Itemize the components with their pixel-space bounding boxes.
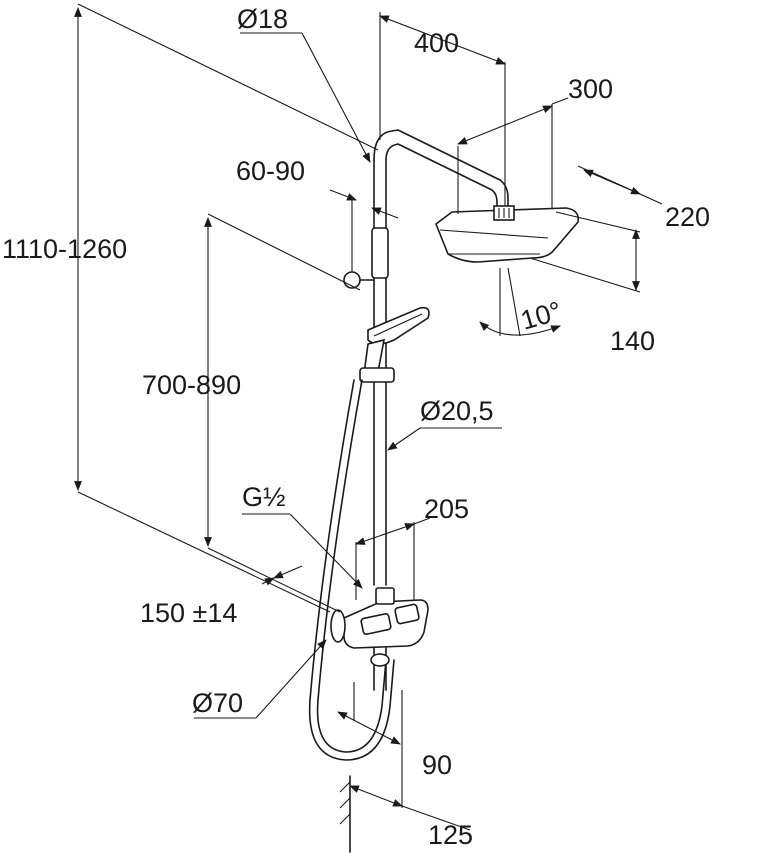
dimension-90: 90 [337,682,452,780]
dimension-400: 400 [379,12,506,206]
dimension-d70: Ø70 [192,639,327,719]
dimension-g-half: G½ [242,482,363,589]
dim-label-90: 90 [422,750,452,780]
dim-label-300: 300 [568,74,613,104]
dimension-150: 150 ±14 [140,565,303,628]
dimension-140: 140 [529,211,655,356]
dim-label-d18: Ø18 [237,4,288,34]
dim-label-d20-5: Ø20,5 [420,396,494,426]
dim-label-125: 125 [428,820,473,850]
dim-label-220: 220 [665,202,710,232]
dim-label-400: 400 [414,28,459,58]
dimension-125: 125 [349,690,473,850]
dimension-300: 300 [457,74,613,214]
dim-label-g-half: G½ [242,482,286,512]
thermostat-mixer [330,587,429,667]
dim-label-d70: Ø70 [192,688,243,718]
dimension-220: 220 [577,165,710,232]
hand-shower [359,306,430,383]
rain-shower-head [435,205,580,263]
dimension-d18: Ø18 [237,4,371,163]
dim-label-150: 150 ±14 [140,598,237,628]
shower-hose [308,379,395,761]
shower-arm [373,129,509,211]
dim-label-10-degree: 10° [517,296,565,336]
dim-label-1110-1260: 1110-1260 [2,234,127,264]
dimension-205: 205 [355,494,469,600]
wall-hatch [339,775,351,853]
dim-label-700-890: 700-890 [142,370,241,400]
dimension-60-90: 60-90 [236,156,399,272]
dim-label-60-90: 60-90 [236,156,305,186]
dimension-1110-1260: 1110-1260 [2,3,379,613]
dimension-d20-5: Ø20,5 [387,396,502,451]
dim-label-140: 140 [610,326,655,356]
wall-bracket [343,227,389,289]
dimension-angle-10: 10° [479,267,565,337]
dim-label-205: 205 [424,494,469,524]
